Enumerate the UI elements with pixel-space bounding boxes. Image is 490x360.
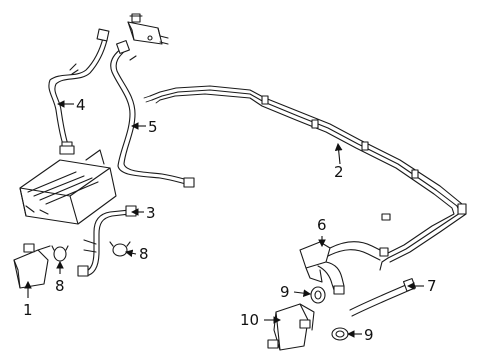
evap-canister: [19, 145, 117, 225]
leader-9a: [293, 289, 312, 298]
hose-part-5: [110, 40, 195, 188]
clamp-part-8a: [51, 245, 69, 262]
callout-6: 6: [317, 216, 327, 234]
vapor-valve-top: [127, 13, 169, 45]
callout-labels: 1 2 3 4 5 6 7 8 8 9 9 10: [23, 96, 437, 344]
callout-9b: 9: [364, 326, 374, 344]
callout-5: 5: [148, 118, 158, 136]
callout-7: 7: [427, 277, 437, 295]
leader-8b: [124, 249, 137, 258]
callout-9a: 9: [280, 283, 290, 301]
callout-8a: 8: [55, 277, 65, 295]
hose-part-7: [349, 278, 416, 317]
callout-4: 4: [76, 96, 86, 114]
callout-1: 1: [23, 301, 33, 319]
hose-part-4: [48, 28, 110, 153]
vapor-pump-part-1: [13, 243, 51, 289]
callout-2: 2: [334, 163, 344, 181]
clamp-part-9b: [331, 327, 349, 341]
callout-3: 3: [146, 204, 156, 222]
fuel-line-part-2: [143, 85, 467, 271]
leader-2: [334, 142, 343, 165]
clamp-part-8b: [109, 241, 131, 257]
clamp-part-9a: [310, 286, 326, 304]
bracket-part-10: [267, 303, 315, 351]
callout-10: 10: [240, 311, 259, 329]
tube-assembly-part-6: [299, 241, 389, 295]
callout-8b: 8: [139, 245, 149, 263]
leader-lines: [24, 100, 424, 338]
